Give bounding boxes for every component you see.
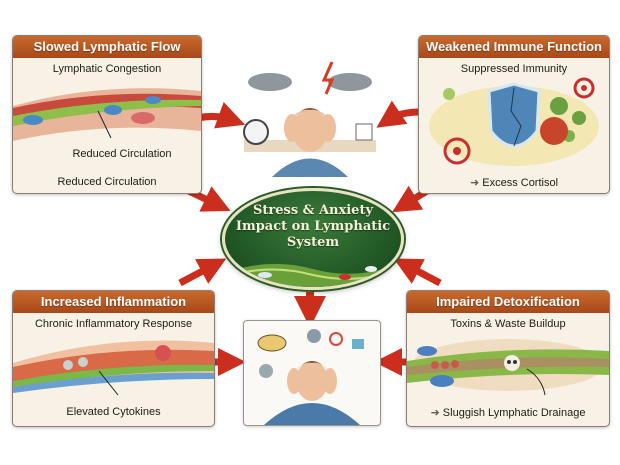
card-weakened-immune-function: Weakened Immune Function Suppressed Immu… <box>418 35 610 194</box>
inflamed-vessel-illustration <box>13 340 214 396</box>
arrow-right-icon: ➜ <box>469 177 480 189</box>
arrow-detox-to-center <box>393 258 442 287</box>
anxious-person-illustration <box>257 329 364 425</box>
toxin-buildup-illustration <box>407 339 609 396</box>
card-subtitle: Suppressed Immunity <box>460 63 568 75</box>
scene-stressed-person <box>232 52 388 177</box>
card-subtitle: Chronic Inflammatory Response <box>34 318 193 330</box>
arrow-inflammation-to-center <box>178 258 227 287</box>
lymph-vessel-decoration <box>225 263 401 287</box>
broken-shield-illustration <box>429 77 599 166</box>
card-impaired-detoxification: Impaired Detoxification Toxins & Waste B… <box>406 290 610 427</box>
stressed-person-illustration <box>243 61 376 177</box>
card-increased-inflammation: Increased Inflammation Chronic Inflammat… <box>12 290 215 427</box>
card-footer: ➜ Sluggish Lymphatic Drainage <box>430 407 586 419</box>
arrow-immune-to-scene <box>376 100 421 128</box>
card-title: Impaired Detoxification <box>407 291 609 313</box>
card-title: Slowed Lymphatic Flow <box>13 36 201 58</box>
card-subtitle: Toxins & Waste Buildup <box>450 318 566 330</box>
card-title: Weakened Immune Function <box>419 36 609 58</box>
card-subtitle: Lymphatic Congestion <box>52 63 162 75</box>
card-footer: Elevated Cytokines <box>66 406 161 418</box>
central-title: Stress & Anxiety Impact on Lymphatic Sys… <box>235 203 391 250</box>
scene-anxious-person <box>243 320 381 426</box>
card-footer: Reduced Circulation <box>57 176 157 188</box>
central-topic-badge: Stress & Anxiety Impact on Lymphatic Sys… <box>222 188 404 290</box>
card-slowed-lymphatic-flow: Slowed Lymphatic Flow Lymphatic Congesti… <box>12 35 202 194</box>
callout-label: Reduced Circulation <box>72 148 172 160</box>
lymph-vessel-illustration <box>13 88 201 141</box>
card-footer: ➜ Excess Cortisol <box>469 177 559 189</box>
card-title: Increased Inflammation <box>13 291 214 313</box>
arrow-right-icon: ➜ <box>430 407 440 419</box>
